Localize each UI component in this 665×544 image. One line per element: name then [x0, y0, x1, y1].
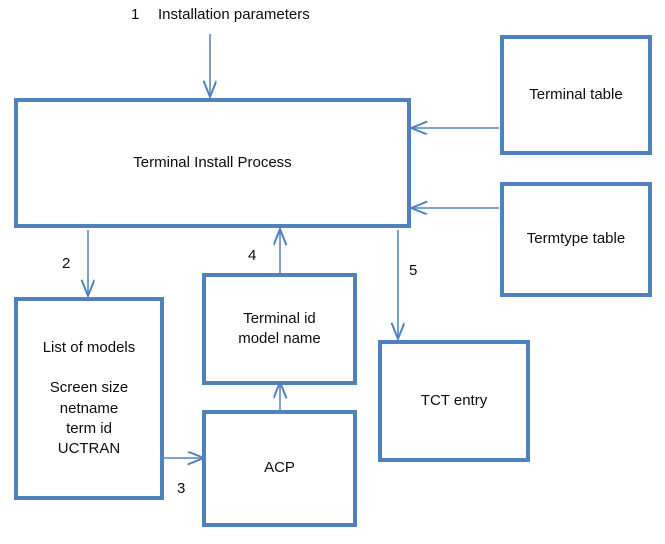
node-terminal-install-process-label: Terminal Install Process: [133, 153, 292, 171]
node-list-of-models[interactable]: List of models Screen size netname term …: [14, 297, 164, 500]
node-terminal-table[interactable]: Terminal table: [500, 35, 652, 155]
step-number-4: 4: [248, 247, 257, 264]
step-number-1: 1: [131, 6, 140, 23]
node-acp[interactable]: ACP: [202, 410, 357, 527]
step-number-2: 2: [62, 255, 71, 272]
node-tct-entry-label: TCT entry: [420, 391, 488, 409]
node-terminal-id-model-name-label: Terminal id model name: [238, 309, 321, 347]
node-acp-label: ACP: [264, 459, 295, 477]
step-number-3: 3: [177, 480, 186, 497]
node-list-of-models-label: List of models Screen size netname term …: [42, 338, 136, 457]
node-terminal-id-model-name[interactable]: Terminal id model name: [202, 273, 357, 385]
node-termtype-table-label: Termtype table: [526, 230, 626, 248]
node-tct-entry[interactable]: TCT entry: [378, 340, 530, 462]
node-termtype-table[interactable]: Termtype table: [500, 182, 652, 297]
node-terminal-table-label: Terminal table: [529, 85, 623, 103]
step-number-5: 5: [409, 262, 418, 279]
node-terminal-install-process[interactable]: Terminal Install Process: [14, 98, 411, 228]
installation-parameters-label: Installation parameters: [158, 6, 310, 23]
